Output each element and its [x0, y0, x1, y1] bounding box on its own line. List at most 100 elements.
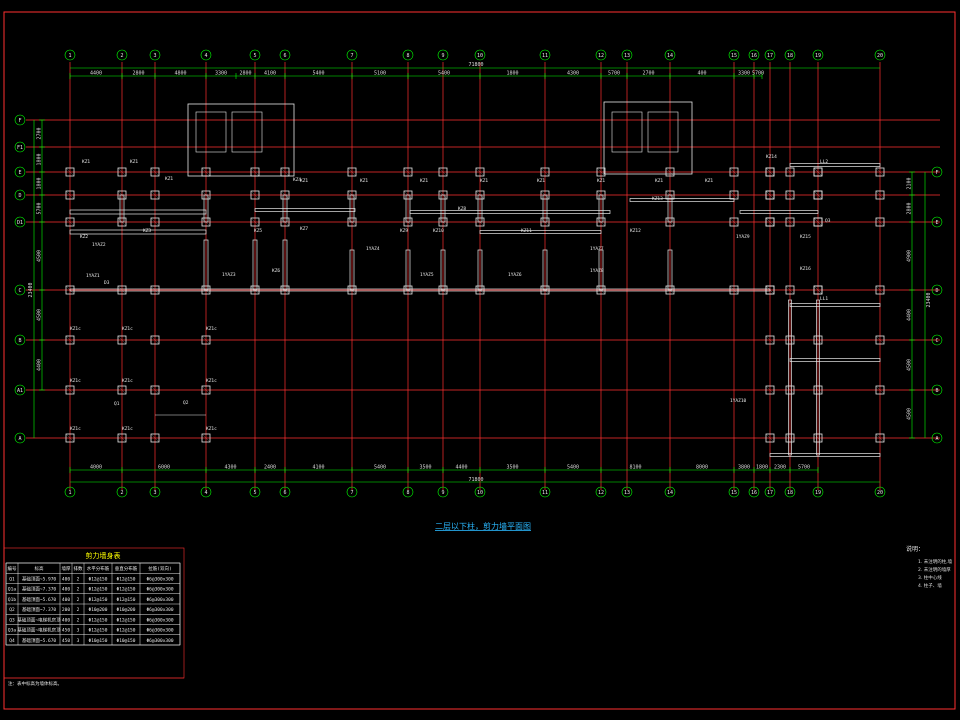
axis-bubble	[595, 49, 607, 61]
table-cell: Φ10@150	[117, 638, 136, 644]
axis-bubble	[279, 49, 291, 61]
column	[403, 285, 413, 295]
column	[540, 167, 550, 177]
column-hatch	[150, 385, 160, 395]
column	[201, 335, 211, 345]
table-cell: Φ6@300x300	[146, 607, 173, 613]
axis-label: C	[18, 288, 21, 294]
column-hatch	[785, 190, 795, 200]
axis-bubble	[149, 49, 161, 61]
column	[813, 385, 823, 395]
column-hatch	[765, 190, 775, 200]
dim-label: 5400	[567, 465, 579, 471]
axis-bubble	[539, 49, 551, 61]
elevator-shaft	[611, 111, 643, 153]
column	[117, 385, 127, 395]
axis-bubble	[812, 49, 824, 61]
column	[150, 190, 160, 200]
note-line-3: 3. 柱中心线	[918, 574, 942, 581]
shear-wall	[405, 194, 411, 223]
axis-bubble	[812, 486, 824, 498]
shear-wall	[598, 249, 604, 291]
note-line-1: 1. 未注明的柱,墙	[918, 558, 953, 565]
column-hatch	[785, 335, 795, 345]
table-footnote: 注：表中标高为墙体标高。	[8, 680, 62, 687]
table-cell: Φ12@150	[89, 628, 108, 634]
column	[785, 190, 795, 200]
column	[201, 385, 211, 395]
dim-label: 2700	[37, 127, 43, 139]
column-hatch	[785, 433, 795, 443]
column-tag: KZ4	[293, 177, 301, 183]
column-hatch	[785, 167, 795, 177]
axis-label: 1	[68, 53, 71, 59]
note-line-4: 4. 柱子、墙	[918, 582, 942, 589]
shear-wall	[667, 194, 673, 223]
column-hatch	[250, 167, 260, 177]
column-hatch	[813, 190, 823, 200]
column	[875, 385, 885, 395]
column-tag: KZ1c	[70, 378, 81, 384]
table-header-cell: 拉筋(双向)	[148, 565, 171, 572]
axis-label: E	[935, 220, 938, 226]
total-height-right: 23400	[926, 292, 932, 307]
shear-wall	[440, 194, 446, 223]
column	[785, 217, 795, 227]
axis-bubble	[931, 432, 943, 444]
axis-label: 6	[283, 53, 286, 59]
column	[596, 167, 606, 177]
axis-bubble	[621, 486, 633, 498]
table-cell: Φ6@300x300	[146, 628, 173, 634]
axis-label: D	[18, 193, 21, 199]
column-hatch	[875, 433, 885, 443]
note-line-2: 2. 未注明的墙厚	[918, 566, 951, 573]
column-tag: KZ1	[360, 178, 368, 184]
axis-label: 8	[406, 53, 409, 59]
core-left-outline	[187, 103, 295, 177]
axis-bubble	[764, 486, 776, 498]
dim-label: 1800	[756, 465, 768, 471]
column-hatch	[117, 285, 127, 295]
notes-block: 说明： 1. 未注明的柱,墙 2. 未注明的墙厚 3. 柱中心线 4. 柱子、墙	[906, 545, 953, 589]
dim-label: 2300	[774, 465, 786, 471]
table-cell: 2	[77, 617, 80, 623]
table-cell: 400	[62, 576, 70, 582]
axis-label: 3	[153, 53, 156, 59]
axis-label: F	[18, 118, 21, 124]
column	[813, 167, 823, 177]
column-hatch	[347, 167, 357, 177]
column	[117, 335, 127, 345]
axis-bubble	[664, 486, 676, 498]
shear-wall	[119, 194, 125, 223]
column	[150, 285, 160, 295]
column-hatch	[438, 167, 448, 177]
column	[665, 217, 675, 227]
column	[347, 285, 357, 295]
column	[250, 285, 260, 295]
dim-label: 4500	[37, 250, 43, 262]
table-cell: Φ12@150	[117, 576, 136, 582]
shear-wall	[69, 229, 207, 235]
column	[280, 217, 290, 227]
axis-label: 20	[877, 53, 883, 59]
column-tag: KZ1c	[122, 378, 133, 384]
column-hatch	[475, 167, 485, 177]
axis-bubble	[14, 166, 26, 178]
dim-label: 5400	[312, 71, 324, 77]
axis-label: 19	[815, 490, 821, 496]
column	[596, 285, 606, 295]
elevator-shaft	[195, 111, 227, 153]
shear-wall	[282, 194, 288, 223]
axis-bubble	[346, 486, 358, 498]
shear-wall	[69, 288, 771, 292]
column-hatch	[813, 433, 823, 443]
axis-label: A	[935, 436, 938, 442]
column-hatch	[729, 190, 739, 200]
column-tag: KZ16	[800, 266, 811, 272]
column	[475, 217, 485, 227]
column-tag: KZ1	[537, 178, 545, 184]
axis-label: 5	[253, 53, 256, 59]
column-hatch	[201, 335, 211, 345]
column	[596, 190, 606, 200]
drawing-title: 二层以下柱，剪力墙平面图	[435, 521, 531, 531]
